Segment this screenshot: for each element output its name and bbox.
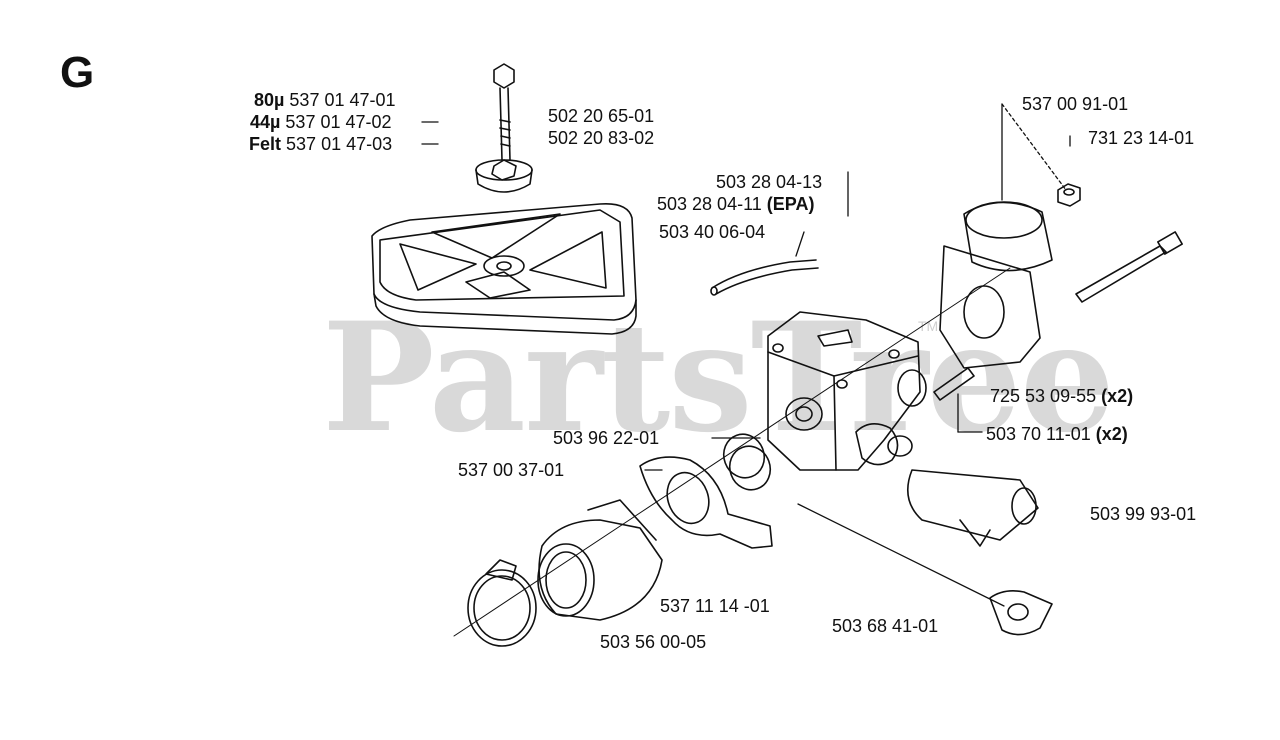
watermark: PartsTree — [322, 290, 1115, 466]
label-hose-b: 503 28 04-11 (EPA) — [657, 194, 815, 214]
carburetor — [767, 311, 927, 471]
label-grommet: 503 68 41-01 — [832, 616, 939, 636]
label-bolt-a: 502 20 65-01 — [548, 106, 655, 126]
air-filter — [371, 202, 637, 335]
intake-boot — [537, 499, 663, 621]
grommet — [989, 590, 1053, 636]
fuel-hose — [710, 259, 819, 296]
hose-clamp — [467, 559, 537, 647]
label-gasket-top: 537 00 91-01 — [1022, 94, 1129, 114]
watermark-trademark: TM — [918, 318, 939, 334]
rod-assembly — [906, 469, 1039, 547]
ring — [722, 433, 772, 491]
label-pin: 503 70 11-01 (x2) — [986, 424, 1128, 444]
long-screw — [1075, 231, 1183, 303]
label-bolt-b: 502 20 83-02 — [548, 128, 655, 148]
label-hose-a: 503 28 04-13 — [716, 172, 823, 192]
label-filter-felt: Felt 537 01 47-03 — [249, 134, 393, 154]
pin — [933, 367, 975, 401]
label-filter-44: 44µ 537 01 47-02 — [250, 112, 392, 132]
label-screw: 725 53 09-55 (x2) — [990, 386, 1134, 406]
flange — [639, 456, 773, 549]
label-intake: 537 11 14 -01 — [660, 596, 770, 616]
carb-gasket — [939, 201, 1053, 369]
label-clamp: 503 56 00-05 — [600, 632, 707, 652]
label-rod: 503 99 93-01 — [1090, 504, 1197, 524]
section-letter: G — [60, 48, 95, 97]
label-flange: 537 00 37-01 — [458, 460, 565, 480]
label-hose-c: 503 40 06-04 — [659, 222, 766, 242]
spacer-nut — [475, 159, 533, 193]
label-filter-80: 80µ 537 01 47-01 — [254, 90, 396, 110]
label-nut: 731 23 14-01 — [1088, 128, 1195, 148]
bolt — [493, 63, 515, 161]
label-ring: 503 96 22-01 — [553, 428, 660, 448]
nut — [1057, 183, 1081, 207]
